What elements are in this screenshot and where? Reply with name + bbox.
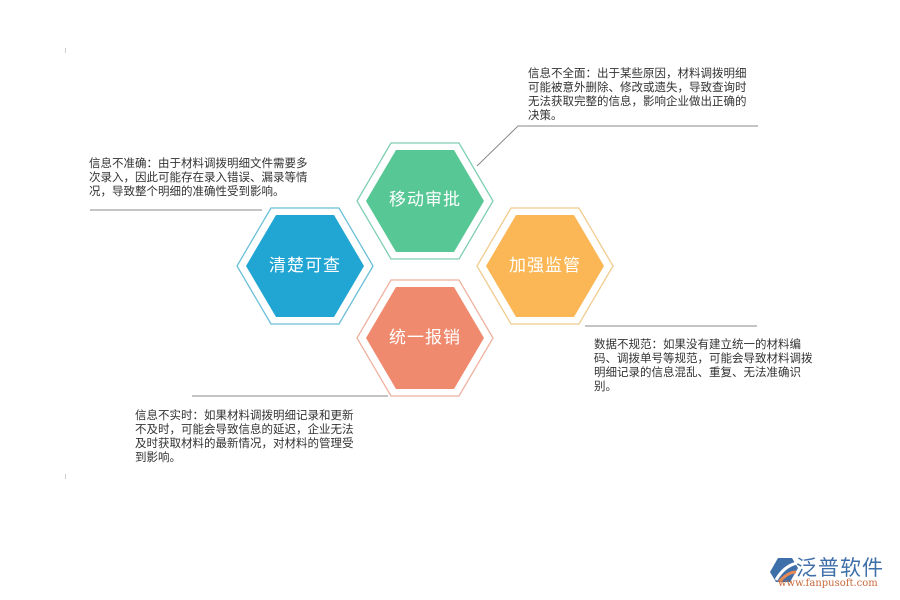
brand-logo: 泛普软件 www.fanpusoft.com [766,552,896,596]
hexagon-label-strengthen-supervision: 加强监管 [509,256,581,276]
edge-mark [65,48,66,53]
hexagon-unified-reimbursement [356,279,494,397]
brand-name: 泛普软件 [796,556,884,580]
hexagon-label-unified-reimbursement: 统一报销 [389,328,461,348]
note-nonstandard-data: 数据不规范：如果没有建立统一的材料编码、调拨单号等规范，可能会导致材料调拨明细记… [594,337,813,393]
hexagon-label-mobile-approval: 移动审批 [389,190,461,210]
connector-line-incomplete [476,125,758,167]
logo-mark-icon [770,558,798,584]
note-incomplete-info: 信息不全面：出于某些原因，材料调拨明细可能被意外删除、修改或遗失，导致查询时无法… [528,66,747,122]
brand-url: www.fanpusoft.com [778,578,878,589]
hexagon-strengthen-supervision [476,207,614,325]
note-untimely-info: 信息不实时：如果材料调拨明细记录和更新不及时，可能会导致信息的延迟，企业无法及时… [135,408,354,464]
hexagon-mobile-approval [356,142,494,260]
hexagon-clear-traceable [236,207,374,325]
hexagon-label-clear-traceable: 清楚可查 [269,256,341,276]
note-inaccurate-info: 信息不准确：由于材料调拨明细文件需要多次录入，因此可能存在录入错误、漏录等情况，… [89,156,308,198]
edge-mark [65,474,66,479]
